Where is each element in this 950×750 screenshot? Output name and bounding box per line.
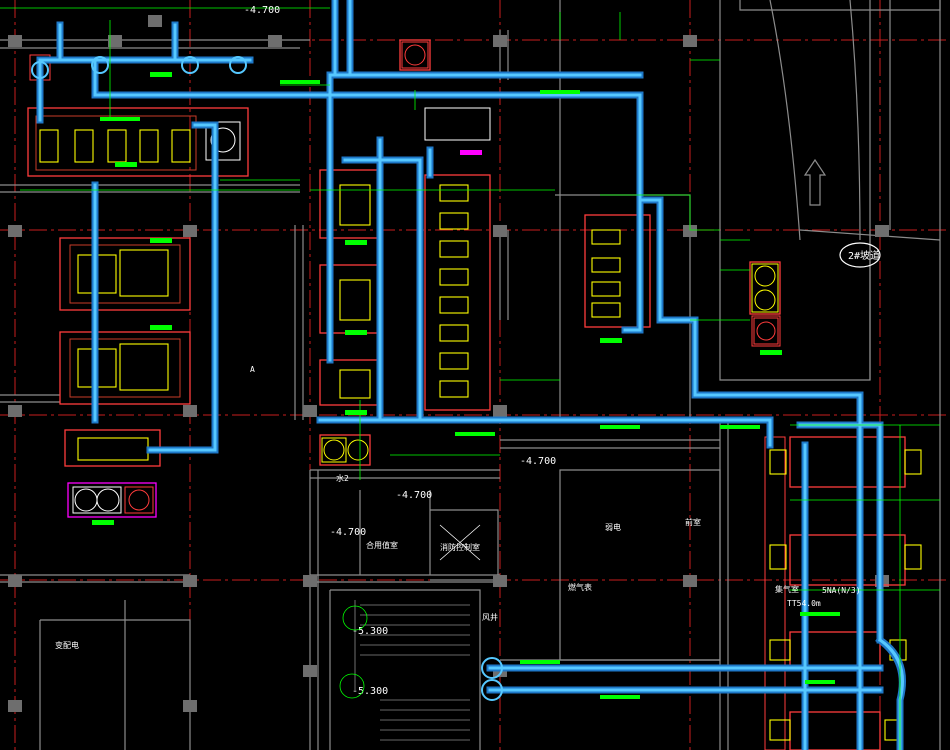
elevation-right-mid: -4.700: [520, 456, 556, 467]
yellow-equipment: [39, 129, 922, 741]
room-weak-current: 弱电: [605, 522, 621, 532]
dimension-lines: [0, 7, 940, 750]
columns: [8, 15, 889, 712]
elevation-stair-a: -5.300: [352, 626, 388, 637]
room-right-b: 风井: [482, 612, 498, 622]
room-right-a: 前室: [685, 517, 701, 527]
axis-a-label: A: [250, 365, 255, 374]
fans: [72, 41, 779, 514]
small-box-label: 水2: [336, 473, 349, 483]
room-labels: 合用值室 消防控制室 燃气表 弱电 前室 风井 变配电 集气室 TT54.0m …: [55, 365, 861, 650]
level-note: TT54.0m: [787, 599, 821, 608]
room-left-bottom: 变配电: [55, 640, 79, 650]
ducts: [31, 0, 906, 750]
room-fire-control: 消防控制室: [440, 542, 480, 552]
elevation-left-stair: -4.700: [330, 527, 366, 538]
room-duty: 合用值室: [366, 540, 398, 550]
room-right-c: 集气室: [775, 584, 799, 594]
elevation-top: -4.700: [244, 5, 280, 16]
level-note-b: 5NA(N/3): [822, 586, 861, 595]
stairs: [339, 524, 481, 741]
room-gas: 燃气表: [568, 582, 592, 592]
elevation-labels: -4.700 -4.700 -4.700 -4.700 -5.300 -5.30…: [244, 5, 556, 697]
pipe-tags: [92, 72, 840, 699]
elevation-center: -4.700: [396, 490, 432, 501]
elevation-stair-b: -5.300: [352, 686, 388, 697]
ramp: [769, 0, 941, 268]
ramp-label: 2#坡道: [848, 249, 880, 262]
